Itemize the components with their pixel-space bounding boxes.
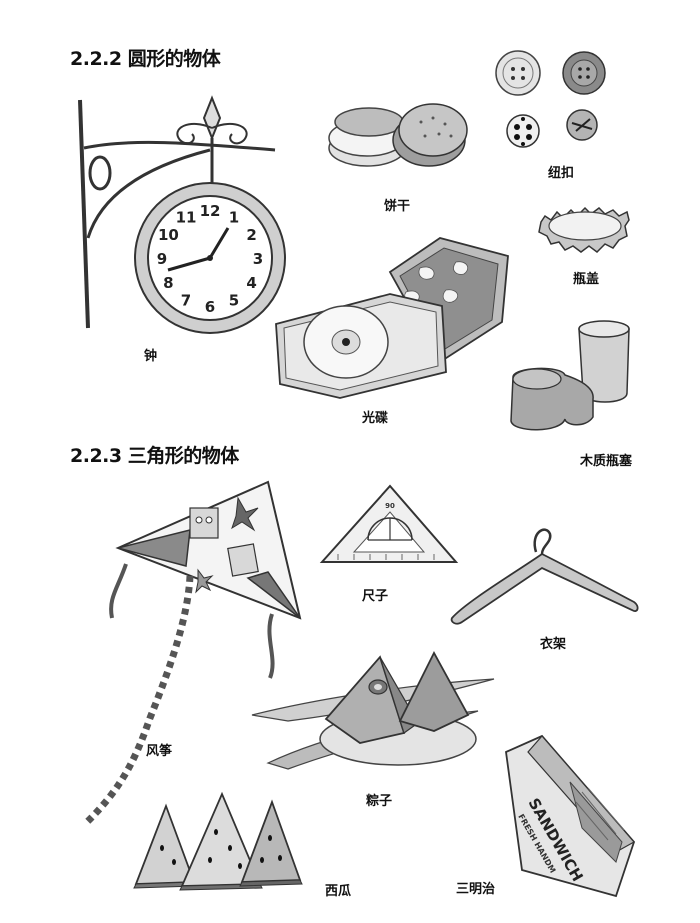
caption-watermelon: 西瓜 — [325, 884, 352, 899]
section-title: 三角形的物体 — [127, 445, 240, 467]
caption-bottle-cap: 瓶盖 — [573, 272, 600, 287]
clock-numeral: 9 — [157, 250, 167, 268]
clock-numeral: 5 — [229, 292, 239, 310]
caption-clock: 钟 — [144, 349, 158, 364]
ruler-illustration: 90 — [319, 484, 459, 563]
cd-illustration — [275, 237, 509, 399]
biscuit-illustration — [328, 103, 468, 167]
button-illustration — [495, 50, 606, 148]
clock-numeral: 3 — [253, 250, 263, 268]
bottle-cap-illustration — [538, 206, 630, 253]
hanger-illustration — [450, 528, 639, 625]
caption-cork: 木质瓶塞 — [580, 454, 633, 469]
kite-illustration — [83, 480, 302, 826]
clock-numeral: 2 — [246, 226, 256, 244]
watermelon-illustration — [133, 791, 303, 891]
clock-numeral: 12 — [200, 202, 221, 220]
clock-numeral: 10 — [158, 226, 179, 244]
caption-kite: 风筝 — [146, 744, 173, 759]
section-heading-triangle: 2.2.3 三角形的物体 — [70, 441, 239, 468]
cork-illustration — [510, 320, 630, 431]
section-title: 圆形的物体 — [127, 48, 221, 70]
section-heading-round: 2.2.2 圆形的物体 — [70, 44, 221, 71]
sandwich-illustration: SANDWICH FRESH HANDM — [505, 734, 636, 898]
caption-cd: 光碟 — [362, 411, 389, 426]
caption-sandwich: 三明治 — [456, 882, 496, 897]
clock-numeral: 8 — [163, 274, 173, 292]
caption-hanger: 衣架 — [540, 637, 567, 652]
zongzi-illustration — [251, 651, 495, 770]
caption-ruler: 尺子 — [362, 589, 389, 604]
clock-numeral: 7 — [181, 292, 191, 310]
clock-numeral: 4 — [246, 274, 256, 292]
caption-biscuit: 饼干 — [384, 199, 411, 214]
ruler-label: 90 — [385, 502, 395, 510]
caption-button: 纽扣 — [548, 166, 575, 181]
clock-numeral: 1 — [229, 208, 239, 226]
clock-numeral: 11 — [176, 208, 197, 226]
section-number: 2.2.2 — [70, 48, 122, 70]
section-number: 2.2.3 — [70, 445, 122, 467]
clock-numeral: 6 — [205, 298, 215, 316]
caption-zongzi: 粽子 — [366, 794, 393, 809]
